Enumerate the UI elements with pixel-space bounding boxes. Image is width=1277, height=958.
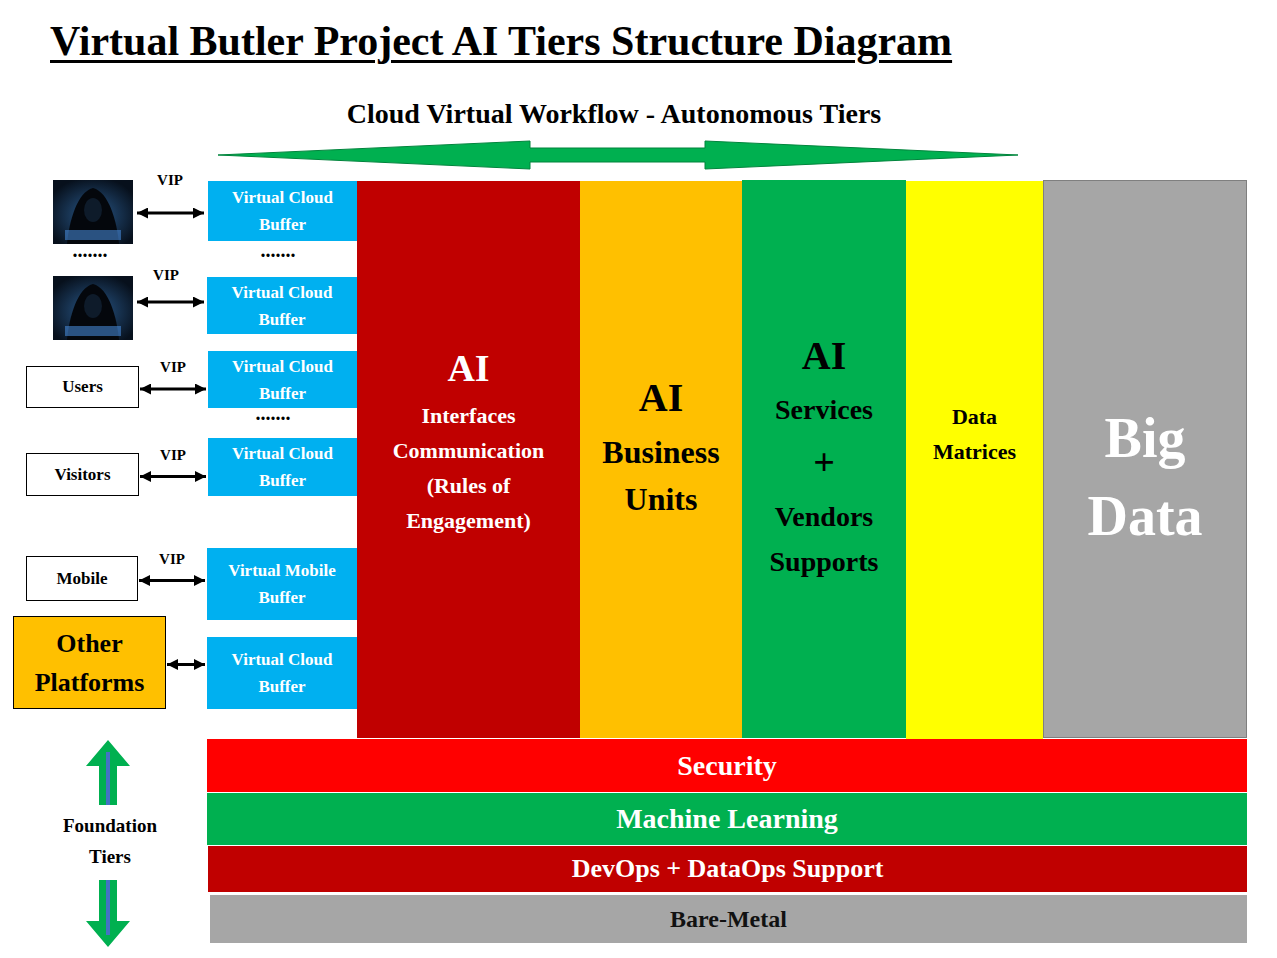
data-column: Big Data <box>1043 180 1247 738</box>
node-text: + <box>813 440 835 484</box>
node-text: Virtual Mobile Buffer <box>215 557 350 611</box>
buffer-box: Virtual Cloud Buffer <box>208 351 357 408</box>
vip-label: VIP <box>145 170 195 190</box>
node-text: Virtual Cloud Buffer <box>215 646 350 700</box>
vip-label: VIP <box>148 445 198 465</box>
node-text: Virtual Cloud Buffer <box>215 440 350 494</box>
node-text: Interfaces Communication (Rules of Engag… <box>374 398 564 538</box>
node-text: Vendors Supports <box>749 494 899 584</box>
node-text: Visitors <box>54 463 110 487</box>
entity-box: Other Platforms <box>13 616 166 709</box>
buffer-box: Virtual Cloud Buffer <box>207 277 357 334</box>
node-text: Security <box>677 749 777 783</box>
node-text: Data Matrices <box>920 399 1030 469</box>
foundation-band: DevOps + DataOps Support <box>208 846 1247 892</box>
node-text: Virtual Cloud Buffer <box>215 353 350 407</box>
access-arrow <box>139 579 205 582</box>
vip-label: VIP <box>141 265 191 285</box>
node-text: Virtual Cloud Buffer <box>215 184 350 238</box>
buffer-box: Virtual Cloud Buffer <box>208 181 357 241</box>
ellipsis: ....... <box>233 401 313 425</box>
tier-column: AI Services + Vendors Supports <box>742 180 906 738</box>
buffer-box: Virtual Cloud Buffer <box>207 637 357 709</box>
ellipsis: ....... <box>50 238 130 262</box>
buffer-box: Virtual Mobile Buffer <box>207 548 357 620</box>
access-arrow <box>137 212 204 215</box>
ellipsis: ....... <box>238 238 318 262</box>
foundation-band: Machine Learning <box>207 793 1247 845</box>
node-text: Virtual Cloud Buffer <box>215 279 350 333</box>
entity-box: Mobile <box>26 556 138 601</box>
foundation-label: Foundation Tiers <box>45 810 175 872</box>
node-text: AI <box>447 344 489 392</box>
hacker-image <box>53 180 133 244</box>
access-arrow <box>140 388 206 391</box>
diagram-title: Virtual Butler Project AI Tiers Structur… <box>50 14 952 68</box>
subtitle: Cloud Virtual Workflow - Autonomous Tier… <box>214 96 1014 132</box>
foundation-band: Bare-Metal <box>210 895 1247 943</box>
node-text: Bare-Metal <box>670 904 787 934</box>
node-text: Mobile <box>57 567 108 591</box>
hacker-image <box>53 276 133 340</box>
node-text: Big Data <box>1060 399 1230 555</box>
node-text: Other Platforms <box>20 624 160 702</box>
node-text: Machine Learning <box>616 802 838 836</box>
node-text: Users <box>62 375 103 399</box>
node-text: AI <box>639 374 683 422</box>
vip-label: VIP <box>148 357 198 377</box>
tier-column: AI Business Units <box>580 181 742 738</box>
buffer-box: Virtual Cloud Buffer <box>208 438 357 496</box>
foundation-band: Security <box>207 739 1247 792</box>
node-text: Business Units <box>586 429 736 523</box>
access-arrow <box>167 663 205 666</box>
node-text: Services <box>775 392 873 428</box>
access-arrow <box>137 301 204 304</box>
entity-box: Users <box>26 366 139 408</box>
tier-column: AI Interfaces Communication (Rules of Eng… <box>357 181 580 738</box>
entity-box: Visitors <box>26 453 139 496</box>
node-text: AI <box>802 332 846 380</box>
tier-column: Data Matrices <box>906 181 1043 739</box>
foundation-arrow <box>86 740 130 947</box>
access-arrow <box>140 475 206 478</box>
node-text: DevOps + DataOps Support <box>572 853 884 885</box>
workflow-arrow <box>218 141 1018 169</box>
vip-label: VIP <box>147 549 197 569</box>
